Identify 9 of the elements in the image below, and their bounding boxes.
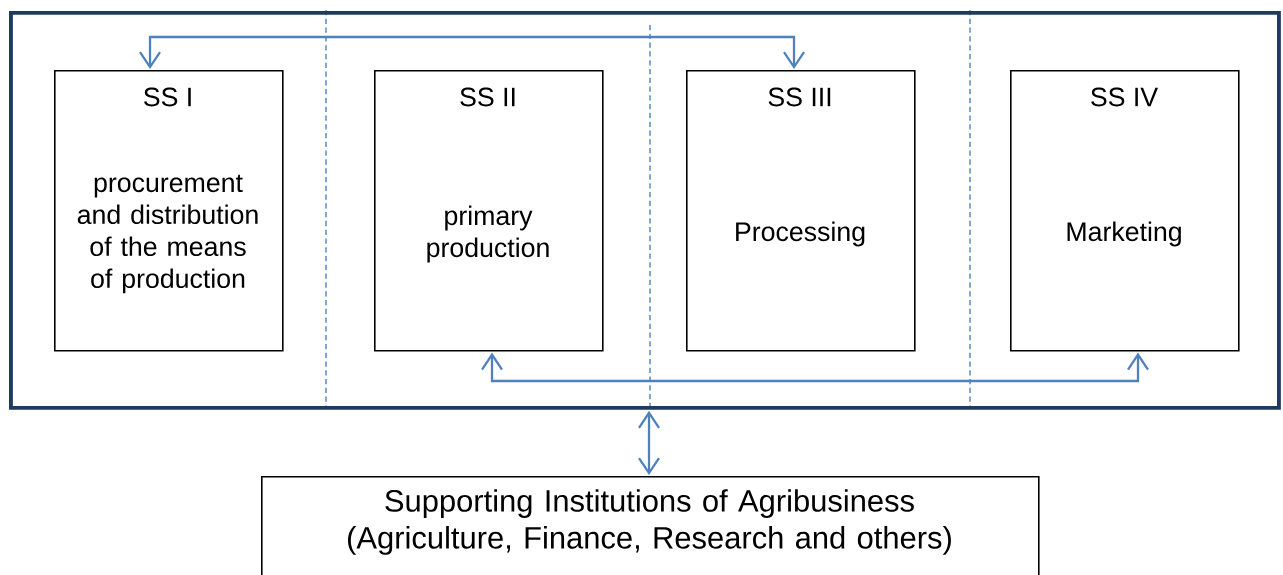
institution-box: Supporting Institutions of Agribusiness (Agriculture, Finance, Research and others) <box>261 476 1040 575</box>
arrow <box>638 410 660 476</box>
frame <box>9 11 1281 410</box>
stage-box: SS I procurement and distribution of the means of production <box>54 70 284 352</box>
stage-box: SS IV Marketing <box>1010 70 1240 352</box>
stage-box: SS II primary production <box>374 70 604 352</box>
stage-box: SS III Processing <box>686 70 916 352</box>
arrow <box>481 352 1149 383</box>
arrow <box>139 35 805 70</box>
